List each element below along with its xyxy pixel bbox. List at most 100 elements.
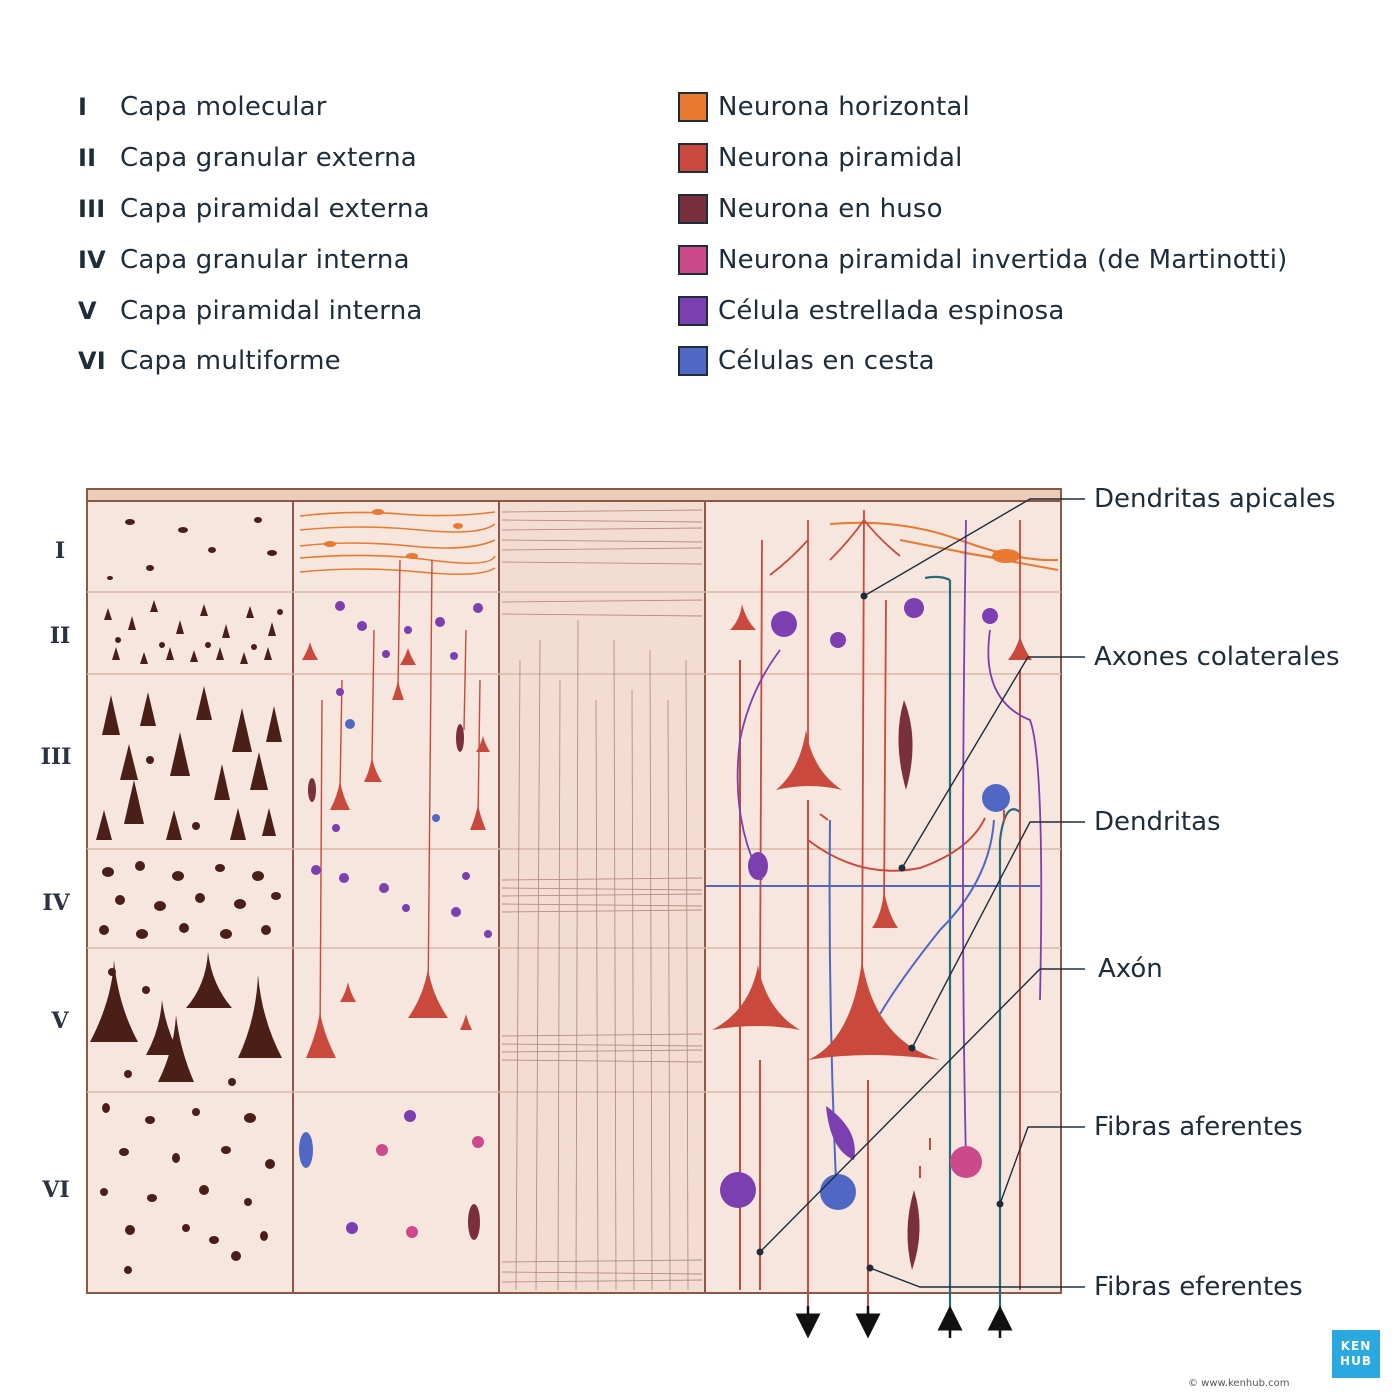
fiber bbox=[557, 679, 561, 1291]
leader-dot bbox=[860, 592, 868, 600]
stellate-axon bbox=[987, 629, 1043, 1001]
panels bbox=[86, 500, 1062, 1294]
basket-neuron bbox=[345, 719, 355, 729]
cell-body bbox=[195, 893, 205, 903]
cell-body bbox=[159, 642, 165, 648]
layer-name: Capa piramidal interna bbox=[120, 295, 423, 326]
color-swatch bbox=[678, 143, 708, 174]
panel-myelin bbox=[498, 500, 706, 1294]
fiber bbox=[501, 1259, 703, 1263]
pyramidal-neuron-layer-II-right bbox=[1008, 636, 1032, 660]
cell-body bbox=[262, 808, 276, 836]
pyramidal-neuron bbox=[302, 642, 318, 660]
horizontal-process bbox=[299, 511, 496, 517]
martinotti-neuron bbox=[950, 1146, 982, 1178]
golgi-martinotti-cells bbox=[376, 1136, 484, 1238]
basket-neuron bbox=[432, 814, 440, 822]
fiber bbox=[613, 639, 617, 1291]
label-afferent-fibers: Fibras aferentes bbox=[1094, 1112, 1303, 1142]
circuit-stellate-cells bbox=[720, 598, 998, 1208]
horizontal-process bbox=[299, 554, 496, 564]
layer-label-VI: VI bbox=[41, 1177, 69, 1203]
fiber bbox=[575, 619, 579, 1291]
pyramidal-neuron bbox=[476, 736, 490, 752]
cell-body bbox=[240, 652, 248, 664]
horizontal-process bbox=[299, 523, 496, 533]
afferent-fiber bbox=[924, 575, 951, 581]
stellate-neuron bbox=[720, 1172, 756, 1208]
myelin-fibers bbox=[501, 509, 703, 1291]
pyramidal-neuron bbox=[330, 780, 350, 810]
cell-body bbox=[199, 1185, 209, 1195]
cell-body bbox=[266, 706, 282, 742]
cell-body bbox=[170, 732, 190, 776]
layer-label-IV: IV bbox=[42, 890, 70, 916]
cell-type-name: Célula estrellada espinosa bbox=[718, 295, 1065, 326]
color-swatch bbox=[678, 346, 708, 377]
golgi-basket-cells bbox=[299, 719, 440, 1168]
horizontal-neuron bbox=[406, 553, 418, 559]
label-apical-dendrites: Dendritas apicales bbox=[1094, 484, 1336, 514]
cell-body bbox=[209, 1236, 219, 1244]
cell-body bbox=[251, 644, 257, 650]
collateral-axon bbox=[807, 817, 986, 872]
cell-body bbox=[124, 1070, 132, 1078]
leader-collateral-axons bbox=[901, 656, 1085, 869]
cell-body bbox=[146, 565, 154, 571]
apical-dendrite bbox=[769, 539, 809, 576]
cell-body bbox=[140, 652, 148, 664]
stellate-neuron bbox=[339, 873, 349, 883]
dendrite bbox=[427, 559, 433, 1001]
purple-axons bbox=[736, 519, 1043, 1161]
cell-body bbox=[147, 1194, 157, 1202]
legend-layer-2: II Capa granular externa bbox=[78, 133, 430, 184]
cell-body bbox=[244, 1113, 256, 1123]
cell-body bbox=[90, 960, 138, 1042]
spindle-neuron bbox=[308, 778, 316, 802]
cell-body bbox=[230, 808, 246, 840]
cell-body bbox=[232, 708, 252, 752]
fiber bbox=[535, 639, 541, 1291]
stellate-neuron bbox=[982, 608, 998, 624]
cell-body bbox=[178, 527, 188, 533]
leader-dendrites bbox=[911, 821, 1085, 1049]
stellate-neuron bbox=[771, 611, 797, 637]
layer-label-I: I bbox=[55, 538, 65, 564]
layer-III-pyramids bbox=[96, 686, 282, 840]
pyramidal-neuron bbox=[392, 680, 404, 700]
martinotti-neuron bbox=[376, 1144, 388, 1156]
logo-line-2: HUB bbox=[1340, 1354, 1372, 1368]
horizontal-neuron bbox=[372, 509, 384, 515]
cell-body bbox=[244, 1198, 252, 1206]
stellate-neuron bbox=[826, 1106, 855, 1160]
cell-body bbox=[220, 929, 232, 939]
leader-dot bbox=[908, 1044, 916, 1052]
cell-body bbox=[172, 1153, 180, 1163]
stellate-axon bbox=[736, 649, 781, 881]
afferent-fibers bbox=[924, 575, 1021, 1335]
circuit-diagram bbox=[705, 509, 1059, 1339]
cell-body bbox=[112, 647, 120, 660]
cell-body bbox=[222, 624, 230, 638]
cell-body bbox=[135, 861, 145, 871]
cell-body bbox=[166, 647, 174, 660]
cell-body bbox=[261, 925, 271, 935]
stellate-neuron bbox=[462, 872, 470, 880]
cell-type-legend: Neurona horizontal Neurona piramidal Neu… bbox=[678, 82, 1287, 387]
cell-body bbox=[119, 1148, 129, 1156]
stellate-neuron bbox=[311, 865, 321, 875]
cell-body bbox=[238, 975, 282, 1058]
layer-numeral: II bbox=[78, 144, 97, 173]
layer-name: Capa granular externa bbox=[120, 143, 417, 174]
stellate-neuron bbox=[404, 626, 412, 634]
golgi-neurons bbox=[299, 509, 496, 1240]
cell-body bbox=[250, 752, 268, 790]
cell-body bbox=[150, 600, 158, 612]
cell-body bbox=[142, 986, 150, 994]
cell-body bbox=[125, 1225, 135, 1235]
circuit-pyramidal-neurons bbox=[712, 604, 1032, 1060]
pyramidal-neuron-layer-III bbox=[776, 730, 842, 790]
